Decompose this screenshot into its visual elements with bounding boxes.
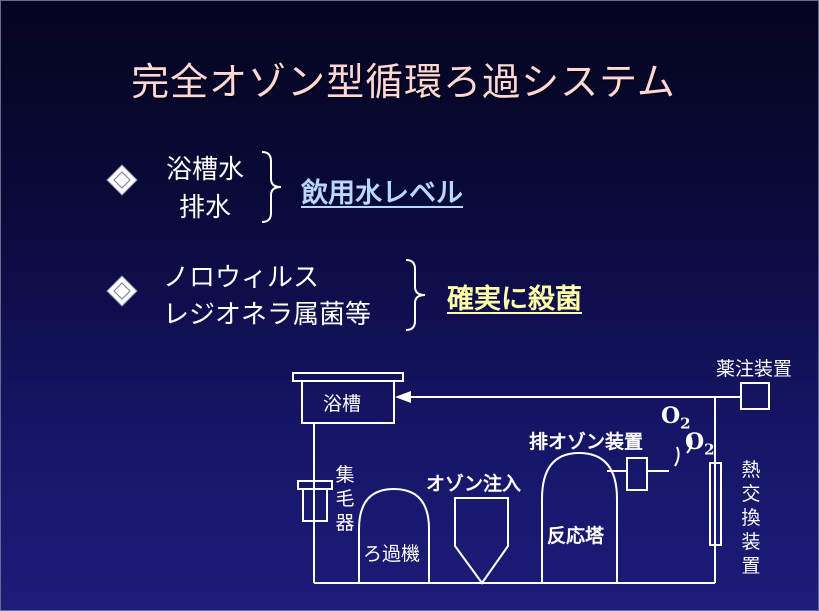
filter-label: ろ過機 <box>363 543 421 565</box>
bath-label: 浴槽 <box>323 393 362 415</box>
bullet2-item-1: ノロウィルス <box>163 263 320 293</box>
bullet1-item-1: 浴槽水 <box>165 155 244 185</box>
exhaust-wave-2 <box>686 433 693 454</box>
right-brace-icon <box>405 259 426 331</box>
diamond-bullet-icon <box>106 164 138 196</box>
exhaust-wave-1 <box>674 446 680 467</box>
slide-title: 完全オゾン型循環ろ過システム <box>131 60 676 104</box>
ozone-funnel-shape <box>454 497 509 585</box>
o2-label-2: O2 <box>685 429 715 459</box>
exhaust-ozone-label: 排オゾン装置 <box>529 431 644 453</box>
o2-label-1: O2 <box>661 403 691 433</box>
collector-label: 集毛器 <box>335 464 355 534</box>
bath-rim <box>292 372 404 382</box>
ozone-injection-label: オゾン注入 <box>426 473 522 495</box>
bullet1-result-link[interactable]: 飲用水レベル <box>301 178 463 209</box>
bullet2-item-2: レジオネラ属菌等 <box>163 300 372 330</box>
right-brace-icon <box>261 151 282 223</box>
filter-shape <box>358 487 430 583</box>
collector-box <box>302 488 328 522</box>
chemical-injector-label: 薬注装置 <box>716 358 793 380</box>
reaction-tower-label: 反応塔 <box>547 525 605 547</box>
return-arrow-icon <box>395 391 411 403</box>
heat-exchanger-label: 熱交換装置 <box>741 459 761 577</box>
heat-exchanger-box <box>709 462 722 546</box>
bullet1-item-2: 排水 <box>178 193 231 223</box>
bath-box <box>301 380 395 424</box>
diamond-bullet-icon <box>106 275 138 307</box>
exhaust-ozone-box <box>626 457 648 491</box>
bullet2-result-link[interactable]: 確実に殺菌 <box>447 284 582 315</box>
reaction-tower-shape <box>541 451 618 583</box>
chemical-injector-box <box>740 382 770 410</box>
